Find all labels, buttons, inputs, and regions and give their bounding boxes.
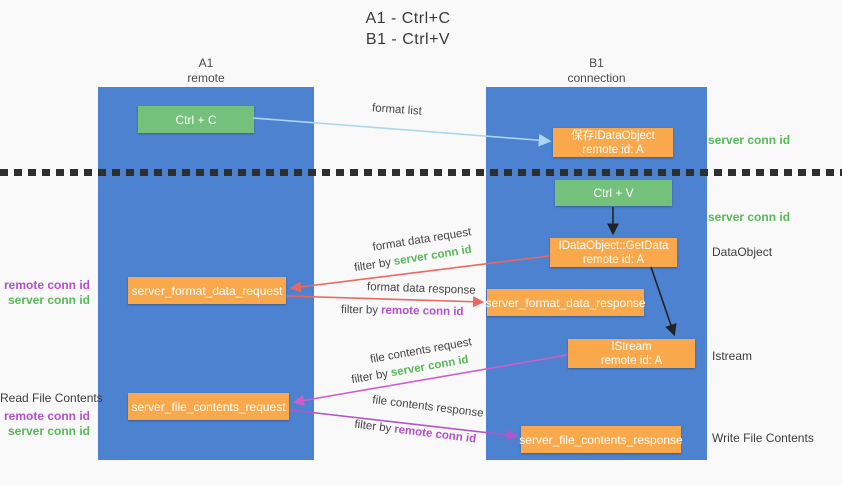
node-istream-line2: remote id: A: [600, 354, 663, 367]
label-server-conn-id-top: server conn id: [708, 133, 790, 147]
node-ctrl-c-label: Ctrl + C: [175, 112, 217, 127]
filter-prefix: filter by: [353, 418, 392, 436]
edge-label-format-data-response: format data response: [367, 281, 476, 297]
node-istream-line1: IStream: [611, 340, 652, 353]
node-server-file-contents-request: server_file_contents_request: [128, 393, 289, 420]
dataobject-text: DataObject: [712, 245, 773, 259]
filter-prefix: filter by: [353, 256, 392, 275]
label-remote-conn-id-left-1: remote conn id: [0, 278, 90, 292]
label-server-conn-id-left-1: server conn id: [0, 293, 90, 307]
filter-value-remote-conn-id: remote conn id: [393, 423, 477, 446]
column-a1-name: A1: [198, 56, 214, 70]
node-server-file-contents-response: server_file_contents_response: [519, 426, 683, 453]
node-server-format-data-response: server_format_data_response: [485, 289, 646, 316]
format-list-text: format list: [371, 102, 423, 118]
column-header-a1: A1 remote: [98, 56, 314, 86]
node-save-line1: 保存IDataObject: [571, 129, 655, 142]
dashed-divider: [0, 169, 842, 176]
server-conn-id-text: server conn id: [708, 210, 791, 224]
arrow-format-data-response: [286, 295, 485, 308]
node-ctrl-v-label: Ctrl + V: [593, 186, 634, 200]
node-ctrl-v: Ctrl + V: [555, 180, 672, 206]
server-conn-id-text: server conn id: [708, 133, 791, 147]
label-remote-conn-id-left-2: remote conn id: [0, 409, 90, 423]
server-conn-id-text: server conn id: [7, 293, 90, 307]
node-save-line2: remote id: A: [582, 143, 644, 156]
column-a1-role: remote: [187, 71, 225, 85]
istream-text: Istream: [712, 349, 753, 363]
filter-prefix: filter by: [340, 303, 379, 317]
node-ctrl-c: Ctrl + C: [138, 106, 254, 133]
column-header-b1: B1 connection: [486, 56, 707, 86]
title-line-2: B1 - Ctrl+V: [365, 31, 451, 48]
remote-conn-id-text: remote conn id: [3, 278, 90, 292]
label-write-file-contents: Write File Contents: [712, 431, 814, 445]
node-getdata-line1: IDataObject::GetData: [558, 239, 669, 252]
node-file-resp-label: server_file_contents_response: [519, 432, 683, 447]
node-istream: IStream remote id: A: [568, 339, 695, 368]
label-istream: Istream: [712, 349, 752, 363]
node-getdata-line2: remote id: A: [582, 253, 645, 266]
filter-prefix: filter by: [350, 367, 390, 387]
write-file-contents-text: Write File Contents: [712, 431, 814, 445]
node-fmt-resp-label: server_format_data_response: [485, 295, 646, 310]
edge-label-format-list: format list: [372, 102, 423, 117]
node-idataobject-getdata: IDataObject::GetData remote id: A: [550, 238, 677, 267]
node-fmt-req-label: server_format_data_request: [131, 283, 283, 298]
read-file-contents-text: Read File Contents: [0, 391, 103, 405]
label-server-conn-id-mid: server conn id: [708, 210, 790, 224]
node-server-format-data-request: server_format_data_request: [128, 277, 286, 304]
remote-conn-id-text: remote conn id: [3, 409, 90, 423]
title-line-1: A1 - Ctrl+C: [365, 10, 451, 27]
column-b1-role: connection: [567, 71, 626, 85]
column-b1-name: B1: [589, 56, 604, 70]
filter-value-remote-conn-id: remote conn id: [380, 304, 464, 319]
diagram-title: A1 - Ctrl+C B1 - Ctrl+V: [0, 8, 816, 50]
label-dataobject: DataObject: [712, 245, 772, 259]
file-contents-response-text: file contents response: [371, 394, 485, 420]
node-file-req-label: server_file_contents_request: [131, 399, 286, 414]
label-read-file-contents: Read File Contents: [0, 391, 103, 405]
format-data-response-text: format data response: [366, 281, 476, 297]
server-conn-id-text: server conn id: [7, 424, 90, 438]
edge-label-file-contents-response: file contents response: [372, 394, 485, 420]
node-save-idataobject: 保存IDataObject remote id: A: [553, 128, 673, 157]
label-server-conn-id-left-2: server conn id: [0, 424, 90, 438]
